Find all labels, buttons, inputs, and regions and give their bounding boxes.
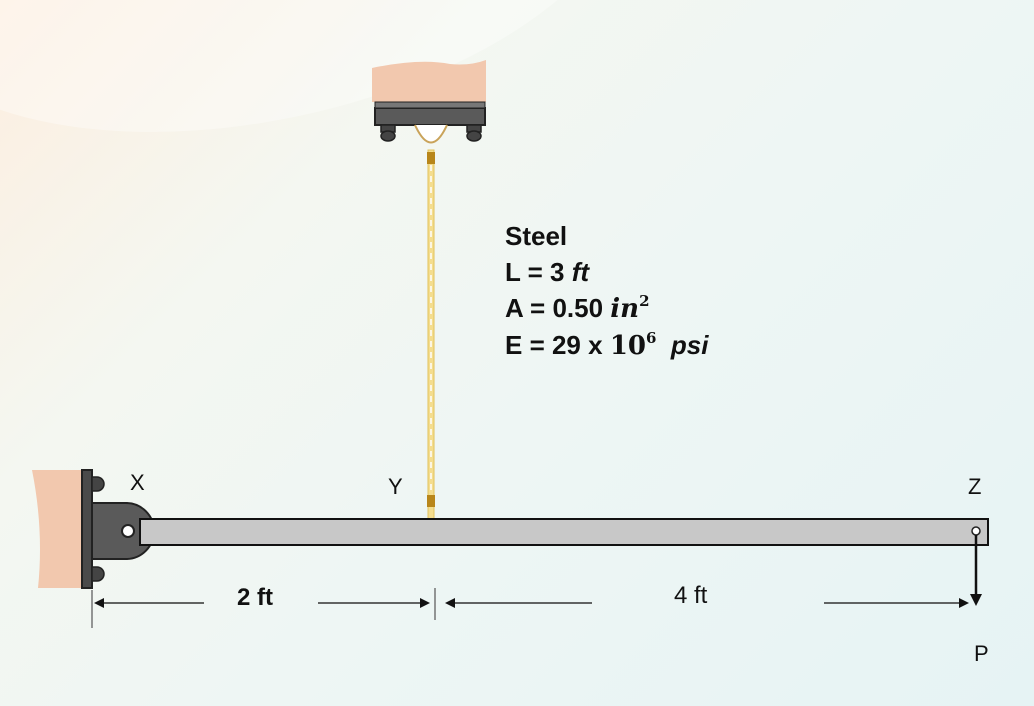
rod-modulus-base: 10 [609,331,646,361]
rod-end-bottom [427,495,435,507]
rod-area-label: A = 0.50 [505,293,611,323]
pin-z [971,526,981,536]
dim-arrowhead-yz-right [959,598,969,608]
dim-arrowhead-yz-left [445,598,455,608]
ceiling-block [372,60,486,102]
point-x-label: X [130,470,145,495]
rod-clevis [414,124,448,144]
point-y-label: Y [388,474,403,499]
rod-length-unit: ft [571,257,590,287]
wall-block [32,470,82,588]
ceiling-plate [374,107,486,126]
pin-x [121,524,135,538]
rod-area-exponent: 2 [639,292,650,310]
wall-plate [81,469,93,589]
rod-modulus-label: E = 29 x [505,330,610,360]
bolt-nut-left [380,130,396,142]
beam [139,518,989,546]
load-p-label: P [974,641,989,666]
dimension-xy-label: 2 ft [237,584,273,611]
rod-modulus-unit: psi [670,330,709,360]
rod-end-top [427,152,435,164]
rod-properties: Steel L = 3 ft A = 0.50 in2 E = 29 x 106… [505,218,708,364]
rod-modulus: E = 29 x 106 psi [505,327,708,364]
ceiling-plate-top [374,101,486,109]
load-arrowhead [970,594,982,606]
rod-area: A = 0.50 in2 [505,290,708,327]
dim-arrowhead-xy-right [420,598,430,608]
point-z-label: Z [968,474,982,499]
rod-length: L = 3 ft [505,254,708,290]
wall-bolt-top [91,476,105,492]
dimension-yz-label: 4 ft [674,582,708,609]
rod-modulus-exponent: 6 [646,329,657,347]
bolt-nut-right [466,130,482,142]
rod-length-label: L = 3 [505,257,572,287]
wall-bolt-bottom [91,566,105,582]
rod-material: Steel [505,221,568,251]
rod-area-unit: in [610,294,640,324]
dim-arrowhead-xy-left [94,598,104,608]
